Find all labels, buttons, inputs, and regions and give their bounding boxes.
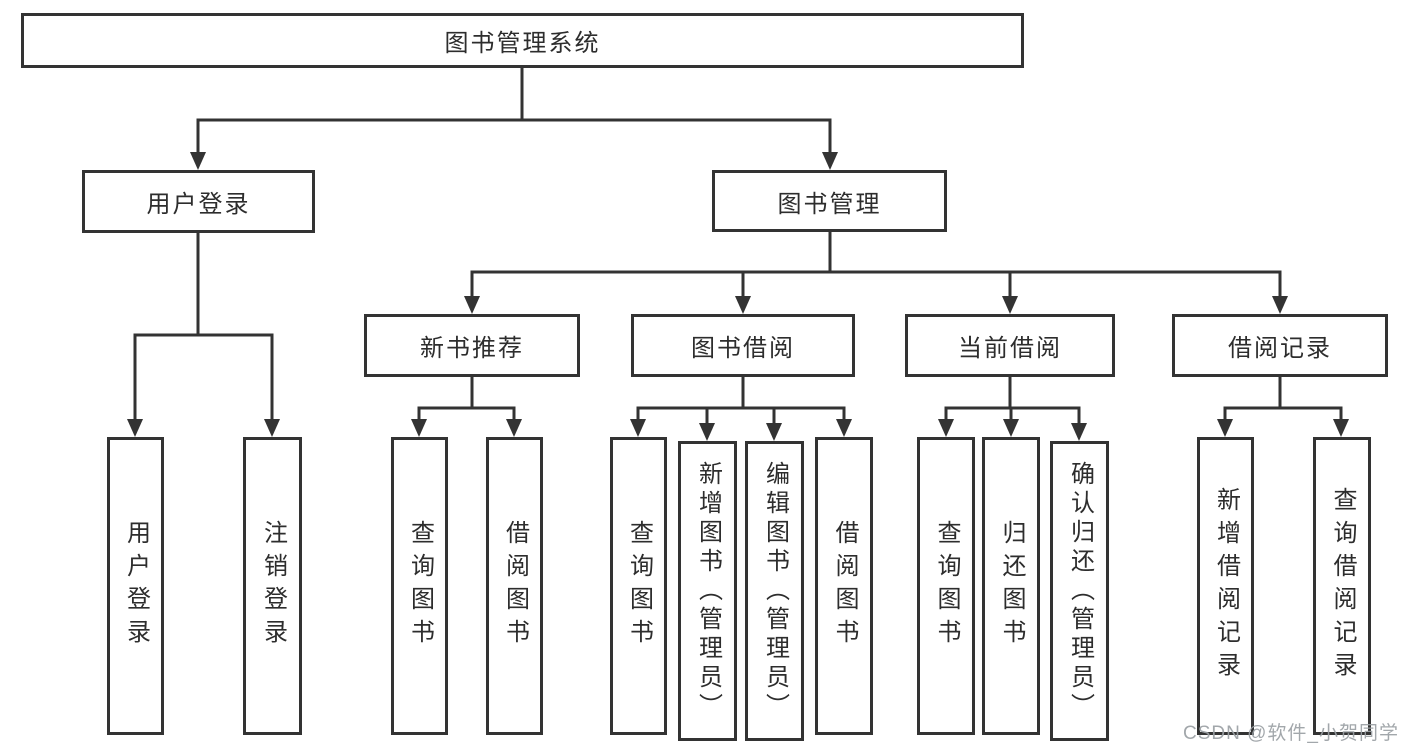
leaf-return-book: 归还图书 — [982, 437, 1040, 735]
leaf-query-book-recommend-label: 查询图书 — [406, 520, 434, 652]
leaf-confirm-return-admin: 确认归还（管理员） — [1050, 441, 1109, 741]
node-borrow-records-label: 借阅记录 — [1228, 335, 1332, 362]
leaf-edit-book-admin-label: 编辑图书（管理员） — [761, 460, 789, 722]
leaf-query-borrow-record: 查询借阅记录 — [1313, 437, 1371, 735]
node-book-management-label: 图书管理 — [777, 190, 882, 218]
leaf-edit-book-admin: 编辑图书（管理员） — [745, 441, 804, 741]
leaf-add-book-admin: 新增图书（管理员） — [678, 441, 737, 741]
leaf-borrow-book-recommend-label: 借阅图书 — [501, 520, 529, 652]
leaf-confirm-return-admin-label: 确认归还（管理员） — [1066, 460, 1094, 722]
leaf-user-login: 用户登录 — [107, 437, 164, 735]
node-new-book-recommend-label: 新书推荐 — [420, 335, 524, 362]
leaf-query-book-current-label: 查询图书 — [933, 520, 960, 652]
leaf-query-book-borrow: 查询图书 — [610, 437, 667, 735]
node-borrow-records: 借阅记录 — [1172, 314, 1388, 377]
leaf-borrow-book: 借阅图书 — [815, 437, 873, 735]
node-current-borrow-label: 当前借阅 — [958, 335, 1062, 362]
node-root: 图书管理系统 — [21, 13, 1024, 68]
node-book-borrow-label: 图书借阅 — [691, 335, 795, 362]
leaf-logout: 注销登录 — [243, 437, 302, 735]
leaf-add-book-admin-label: 新增图书（管理员） — [694, 460, 722, 722]
leaf-query-book-borrow-label: 查询图书 — [625, 520, 653, 652]
leaf-add-borrow-record: 新增借阅记录 — [1197, 437, 1254, 735]
node-user-login: 用户登录 — [82, 170, 315, 233]
leaf-borrow-book-recommend: 借阅图书 — [486, 437, 543, 735]
node-user-login-label: 用户登录 — [146, 191, 251, 218]
leaf-add-borrow-record-label: 新增借阅记录 — [1212, 487, 1240, 685]
leaf-query-borrow-record-label: 查询借阅记录 — [1329, 487, 1356, 685]
watermark-text: CSDN @软件_小贺同学 — [1183, 723, 1399, 744]
node-new-book-recommend: 新书推荐 — [364, 314, 580, 377]
leaf-return-book-label: 归还图书 — [998, 520, 1025, 652]
leaf-query-book-recommend: 查询图书 — [391, 437, 448, 735]
node-book-management: 图书管理 — [712, 170, 947, 232]
leaf-query-book-current: 查询图书 — [917, 437, 975, 735]
node-book-borrow: 图书借阅 — [631, 314, 855, 377]
leaf-user-login-label: 用户登录 — [122, 520, 150, 652]
node-root-label: 图书管理系统 — [444, 30, 601, 57]
leaf-borrow-book-label: 借阅图书 — [831, 520, 858, 652]
leaf-logout-label: 注销登录 — [259, 520, 287, 652]
node-current-borrow: 当前借阅 — [905, 314, 1115, 377]
